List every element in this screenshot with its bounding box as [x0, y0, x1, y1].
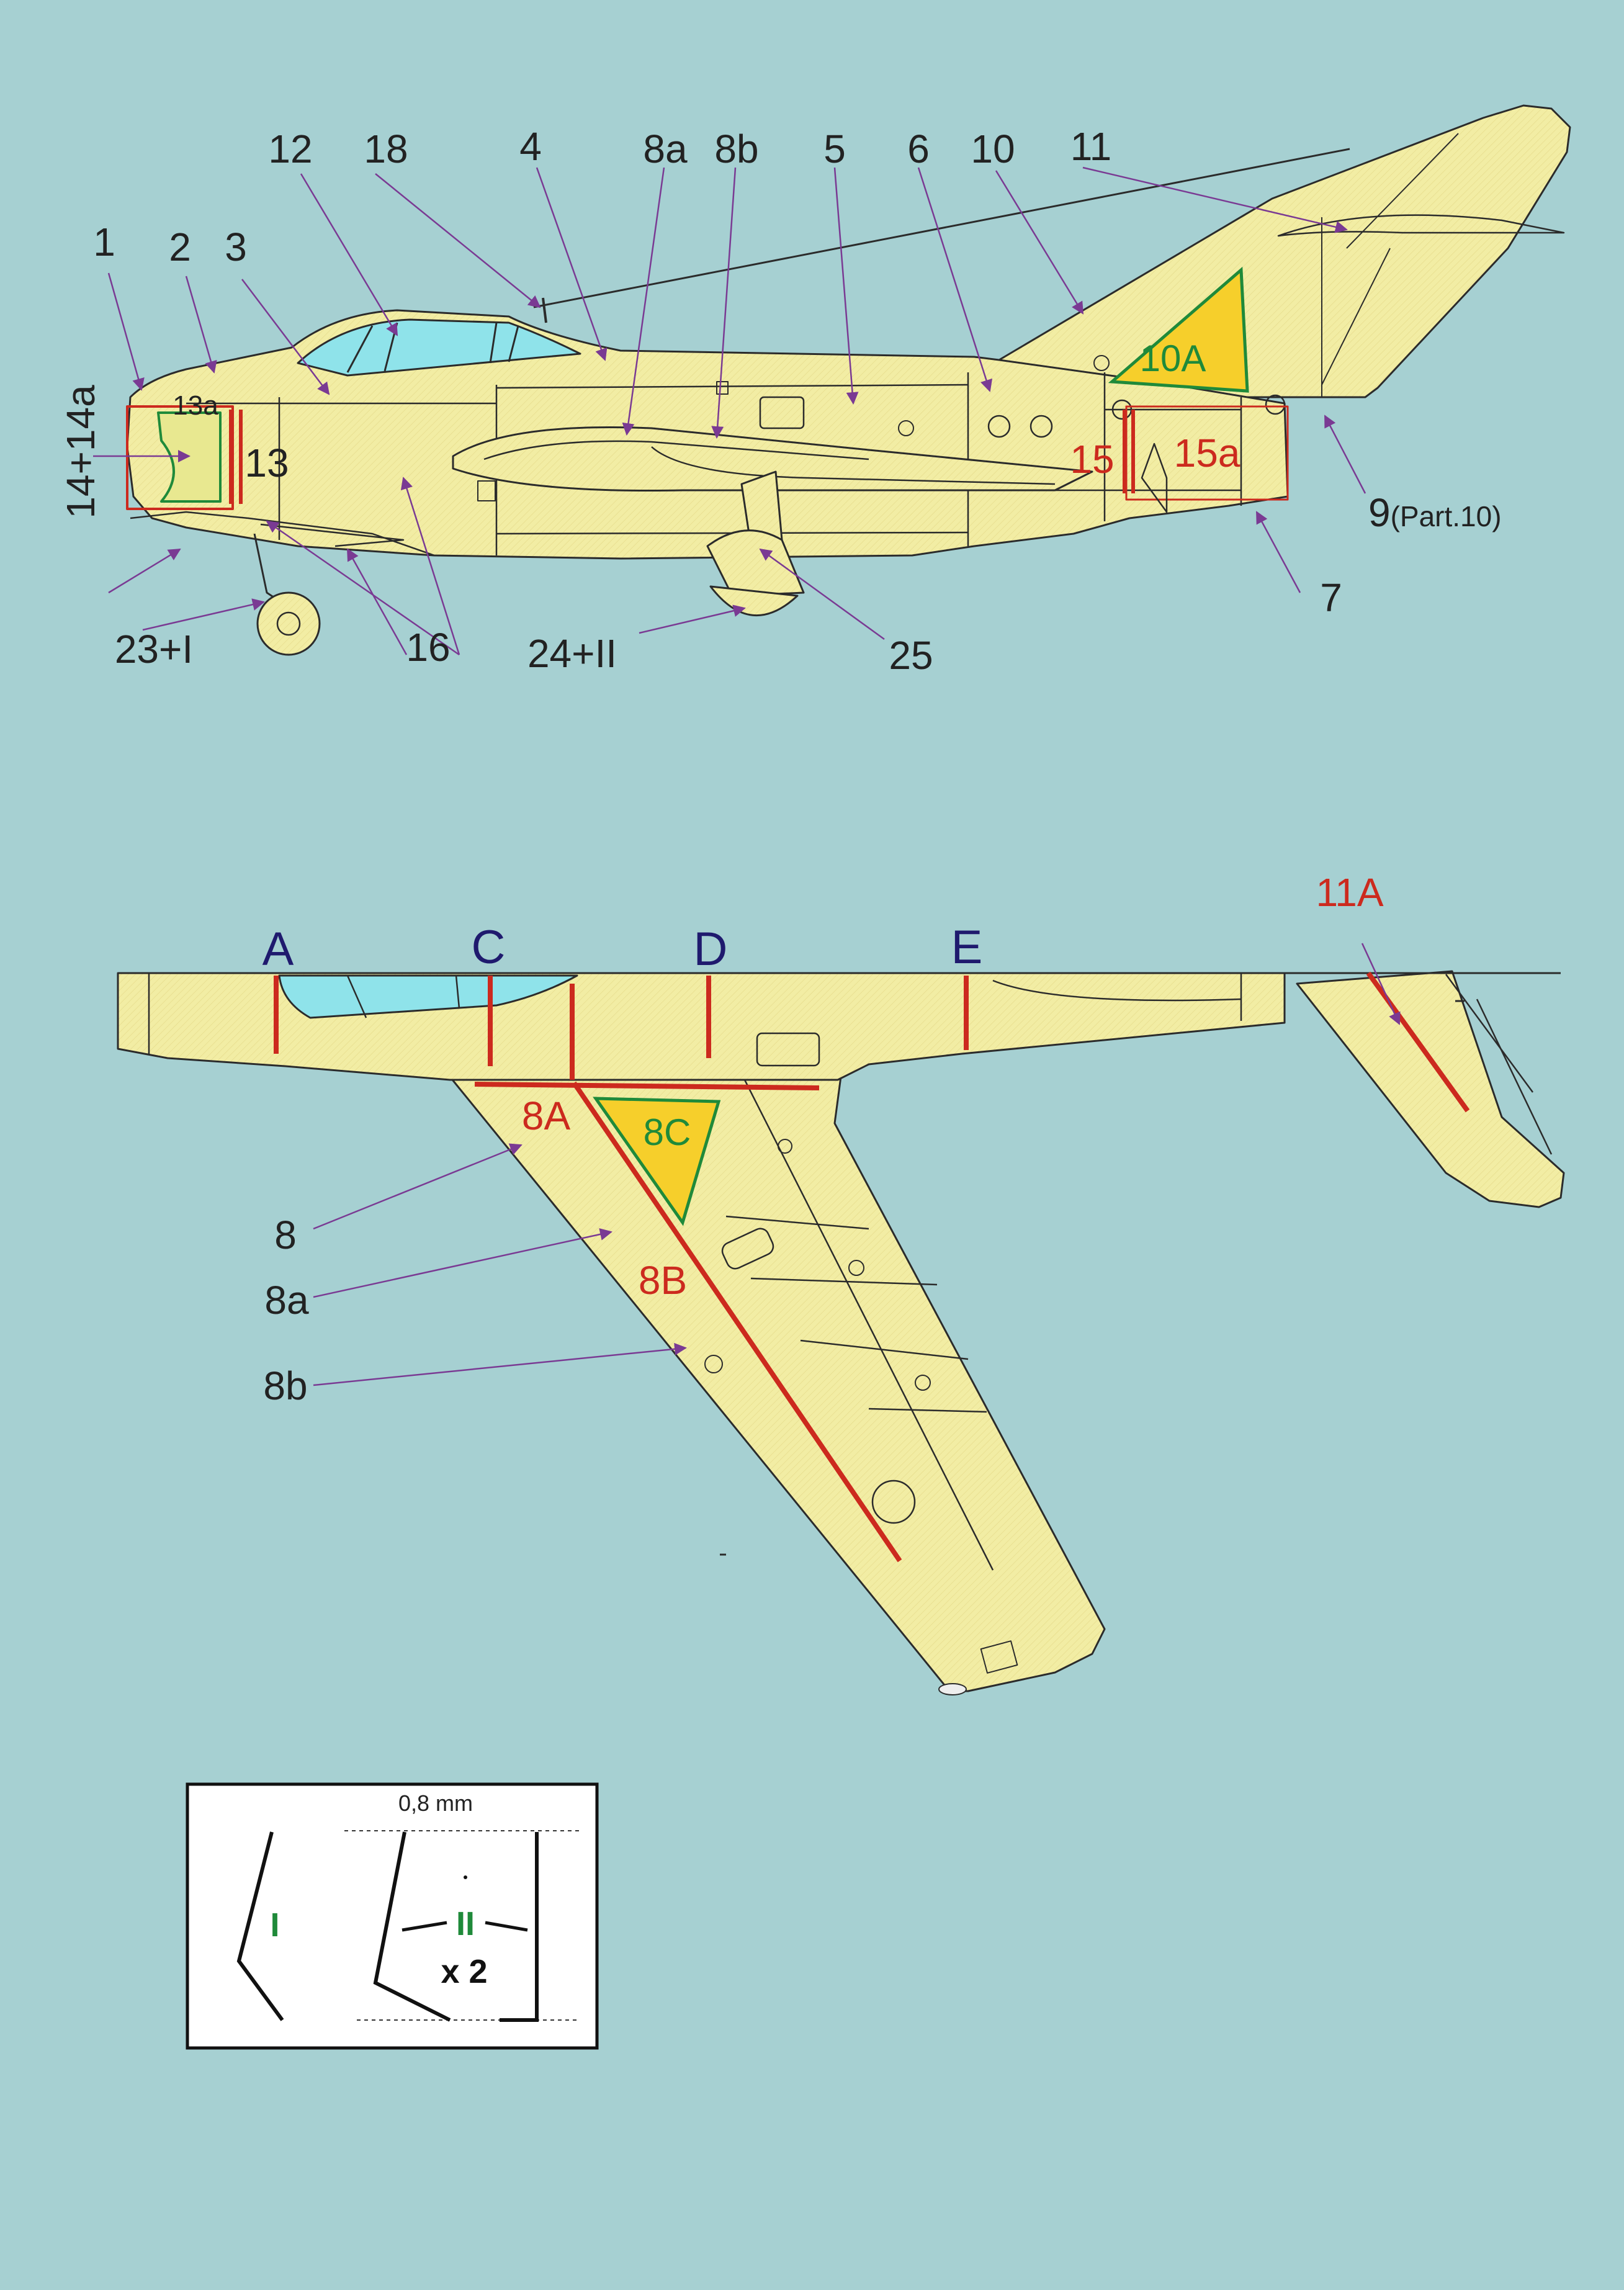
label-13a: 13a	[173, 390, 218, 421]
label-15: 15	[1070, 437, 1114, 482]
label-25: 25	[889, 633, 933, 678]
side-view-drawing	[126, 104, 1571, 656]
section-label-c: C	[472, 921, 506, 974]
label-8A: 8A	[522, 1093, 571, 1138]
detail-box: 0,8 mm I II x 2	[186, 1782, 599, 2050]
wing-label-8: 8	[274, 1213, 297, 1257]
part-two-bracket	[500, 1832, 539, 2022]
label-8B: 8B	[639, 1258, 687, 1303]
label-8b: 8b	[714, 127, 758, 171]
wing-root-fairing	[452, 426, 1093, 492]
label-9-note: (Part.10)	[1391, 500, 1502, 532]
label-23: 23+I	[115, 627, 193, 671]
part-two-shape	[373, 1831, 451, 2022]
marker-10a-label: 10A	[1140, 338, 1206, 379]
marker-8c-triangle	[593, 1097, 721, 1226]
wing-red-lines	[274, 971, 1470, 1563]
wing-label-8b: 8b	[263, 1363, 307, 1408]
main-wheel	[709, 585, 799, 617]
label-7: 7	[1320, 575, 1342, 620]
label-3: 3	[225, 225, 247, 269]
detail-box-frame	[186, 1782, 599, 2050]
horizontal-stabilizer	[1296, 970, 1565, 1208]
label-12: 12	[268, 127, 312, 171]
label-6: 6	[907, 127, 930, 171]
side-leader-lines	[93, 166, 1366, 656]
label-11: 11	[1070, 124, 1111, 169]
label-14: 14+14a	[58, 385, 103, 519]
wing-leader-lines	[313, 943, 1401, 1386]
label-9-number: 9	[1368, 490, 1391, 535]
label-5: 5	[823, 127, 846, 171]
label-8a: 8a	[643, 127, 688, 171]
part-one-label: I	[270, 1906, 279, 1944]
label-15a: 15a	[1174, 431, 1240, 475]
label-18: 18	[364, 127, 408, 171]
marker-10a-triangle	[1108, 266, 1249, 393]
label-24: 24+II	[527, 631, 617, 676]
label-16: 16	[406, 625, 450, 670]
multiplier-label: x 2	[441, 1953, 487, 1990]
wing-labels: 8 8a 8b	[263, 1213, 309, 1408]
label-4: 4	[519, 124, 542, 169]
side-view-labels: 1 2 3 12 18 4 8a 8b 5 6 10 11 13 7 16 23…	[93, 124, 1342, 678]
side-red-bars	[229, 410, 1135, 504]
label-10: 10	[971, 127, 1015, 171]
label-9: 9(Part.10)	[1368, 490, 1502, 535]
nose-wheel	[256, 591, 321, 656]
measurement-label: 0,8 mm	[398, 1790, 473, 1816]
label-11A: 11A	[1316, 870, 1383, 915]
canopy-top	[278, 974, 578, 1019]
part-one-shape	[236, 1831, 284, 2021]
main-gear-door	[706, 529, 805, 597]
wing-red-labels: 11A 8A 8B	[522, 870, 1384, 1303]
section-label-e: E	[951, 921, 983, 974]
label-1: 1	[93, 220, 115, 264]
section-label-a: A	[262, 923, 294, 976]
wing-label-8a: 8a	[264, 1278, 309, 1322]
tail-fin	[992, 104, 1571, 398]
part-two-label: II	[456, 1905, 475, 1942]
label-2: 2	[169, 225, 191, 269]
wing-section-labels: A C D E	[262, 921, 983, 976]
label-13: 13	[244, 441, 289, 485]
marker-8c-label: 8C	[644, 1111, 691, 1153]
section-label-d: D	[694, 923, 728, 976]
